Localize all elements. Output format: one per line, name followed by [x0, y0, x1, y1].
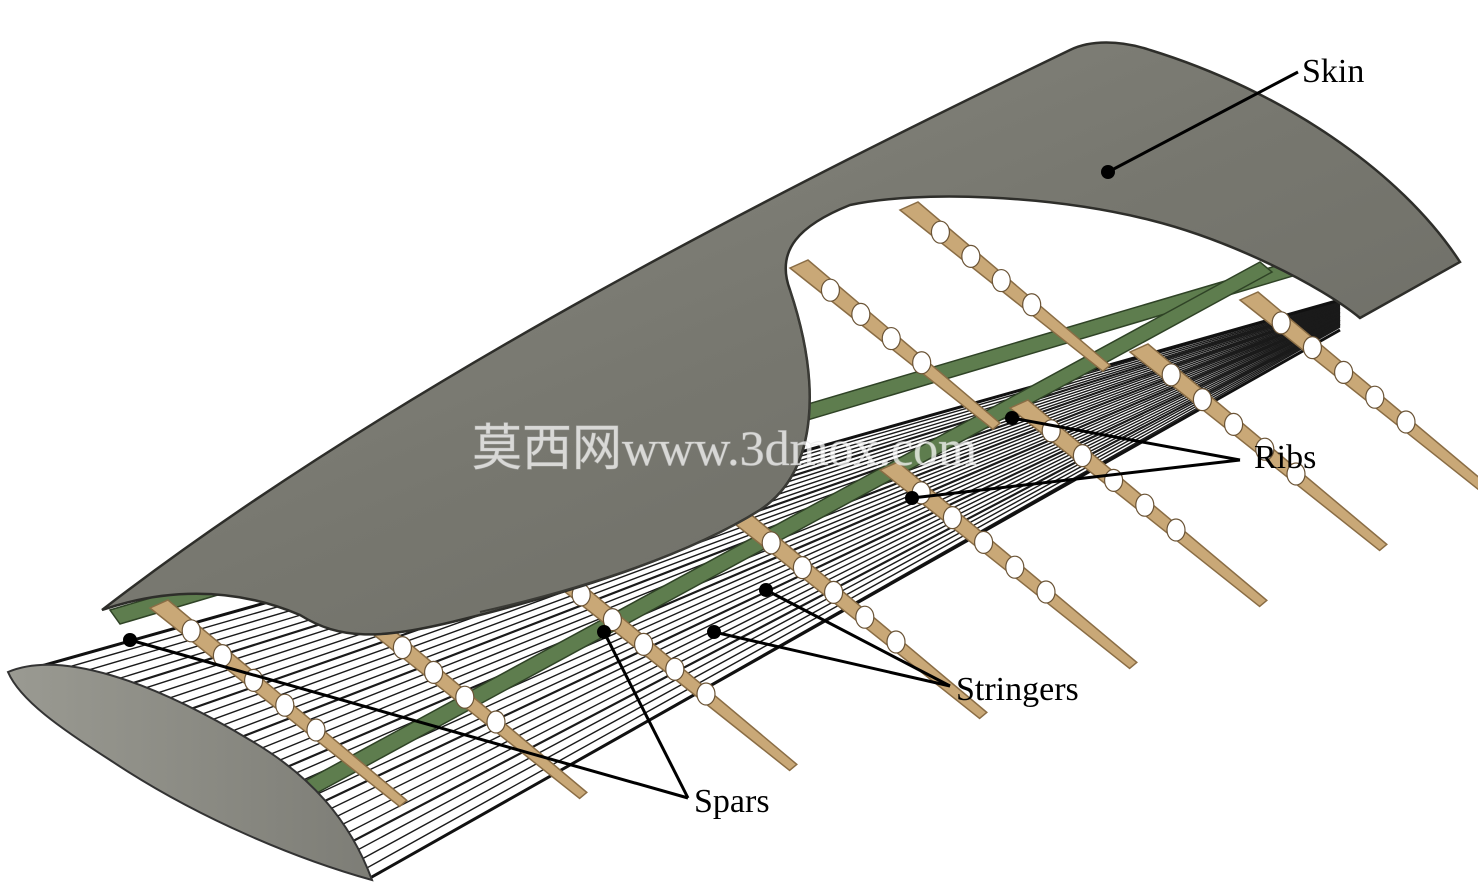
- rib-hole: [1037, 581, 1055, 603]
- rib-hole: [1272, 312, 1290, 334]
- rib-hole: [307, 719, 325, 741]
- rib-hole: [856, 606, 874, 628]
- rib-hole: [821, 279, 839, 301]
- rib-hole: [1225, 413, 1243, 435]
- rib-hole: [1335, 361, 1353, 383]
- rib-hole: [1162, 364, 1180, 386]
- rib-hole: [276, 694, 294, 716]
- watermark-text: 莫西网www.3dmox.com: [472, 420, 977, 476]
- rib-hole: [425, 661, 443, 683]
- rib-hole: [882, 328, 900, 350]
- rib-hole: [887, 631, 905, 653]
- rib-hole: [1193, 389, 1211, 411]
- spars-label: Spars: [694, 783, 770, 820]
- rib-hole: [182, 620, 200, 642]
- rib-hole: [1073, 445, 1091, 467]
- rib-hole: [793, 557, 811, 579]
- rib-hole: [943, 507, 961, 529]
- skin-label: Skin: [1302, 53, 1364, 90]
- rib-hole: [697, 683, 715, 705]
- rib-hole: [666, 658, 684, 680]
- rib-hole: [1167, 519, 1185, 541]
- root-airfoil: [8, 665, 372, 880]
- rib-hole: [975, 531, 993, 553]
- rib-hole: [1397, 411, 1415, 433]
- rib-hole: [1023, 294, 1041, 316]
- rib-hole: [825, 581, 843, 603]
- rib-hole: [962, 245, 980, 267]
- rib-hole: [762, 532, 780, 554]
- rib-hole: [992, 270, 1010, 292]
- rib-hole: [852, 303, 870, 325]
- stringers-label: Stringers: [956, 671, 1079, 708]
- rib-hole: [1366, 386, 1384, 408]
- rib-hole: [456, 686, 474, 708]
- rib-hole: [393, 637, 411, 659]
- rib-hole: [913, 352, 931, 374]
- rib-hole: [635, 633, 653, 655]
- ribs-label: Ribs: [1254, 439, 1316, 476]
- rib-hole: [931, 221, 949, 243]
- rib-hole: [1136, 494, 1154, 516]
- rib-hole: [1006, 556, 1024, 578]
- rib-hole: [1303, 337, 1321, 359]
- rib-hole: [487, 711, 505, 733]
